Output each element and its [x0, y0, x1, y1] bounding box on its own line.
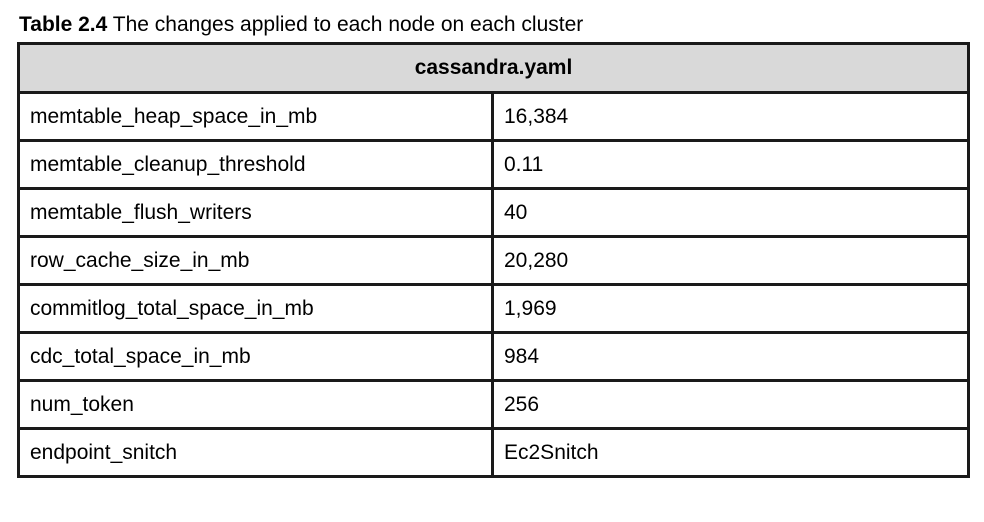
table-row: row_cache_size_in_mb 20,280: [17, 235, 971, 286]
table-caption-label: Table 2.4: [19, 13, 108, 36]
table-row: memtable_cleanup_threshold 0.11: [17, 139, 971, 190]
param-name: memtable_flush_writers: [17, 187, 494, 238]
param-name: endpoint_snitch: [17, 427, 494, 478]
table-row: num_token 256: [17, 379, 971, 430]
param-value: 984: [490, 331, 971, 382]
param-name: cdc_total_space_in_mb: [17, 331, 494, 382]
param-name: memtable_cleanup_threshold: [17, 139, 494, 190]
table-row: commitlog_total_space_in_mb 1,969: [17, 283, 971, 334]
table-header-row: cassandra.yaml: [16, 42, 971, 94]
param-name: memtable_heap_space_in_mb: [17, 91, 494, 142]
table-row: memtable_flush_writers 40: [17, 187, 971, 238]
table-row: endpoint_snitch Ec2Snitch: [17, 427, 971, 478]
param-name: row_cache_size_in_mb: [17, 235, 494, 286]
param-value: 0.11: [490, 139, 971, 190]
config-table: cassandra.yaml memtable_heap_space_in_mb…: [16, 42, 971, 478]
table-caption: Table 2.4 The changes applied to each no…: [19, 11, 583, 39]
table-header: cassandra.yaml: [16, 42, 971, 94]
param-name: num_token: [17, 379, 494, 430]
param-value: 20,280: [490, 235, 971, 286]
param-value: 256: [490, 379, 971, 430]
param-value: 1,969: [490, 283, 971, 334]
table-caption-text: The changes applied to each node on each…: [107, 13, 584, 36]
table-row: cdc_total_space_in_mb 984: [17, 331, 971, 382]
param-name: commitlog_total_space_in_mb: [17, 283, 494, 334]
param-value: 16,384: [490, 91, 971, 142]
param-value: Ec2Snitch: [490, 427, 971, 478]
param-value: 40: [490, 187, 971, 238]
table-row: memtable_heap_space_in_mb 16,384: [17, 91, 971, 142]
